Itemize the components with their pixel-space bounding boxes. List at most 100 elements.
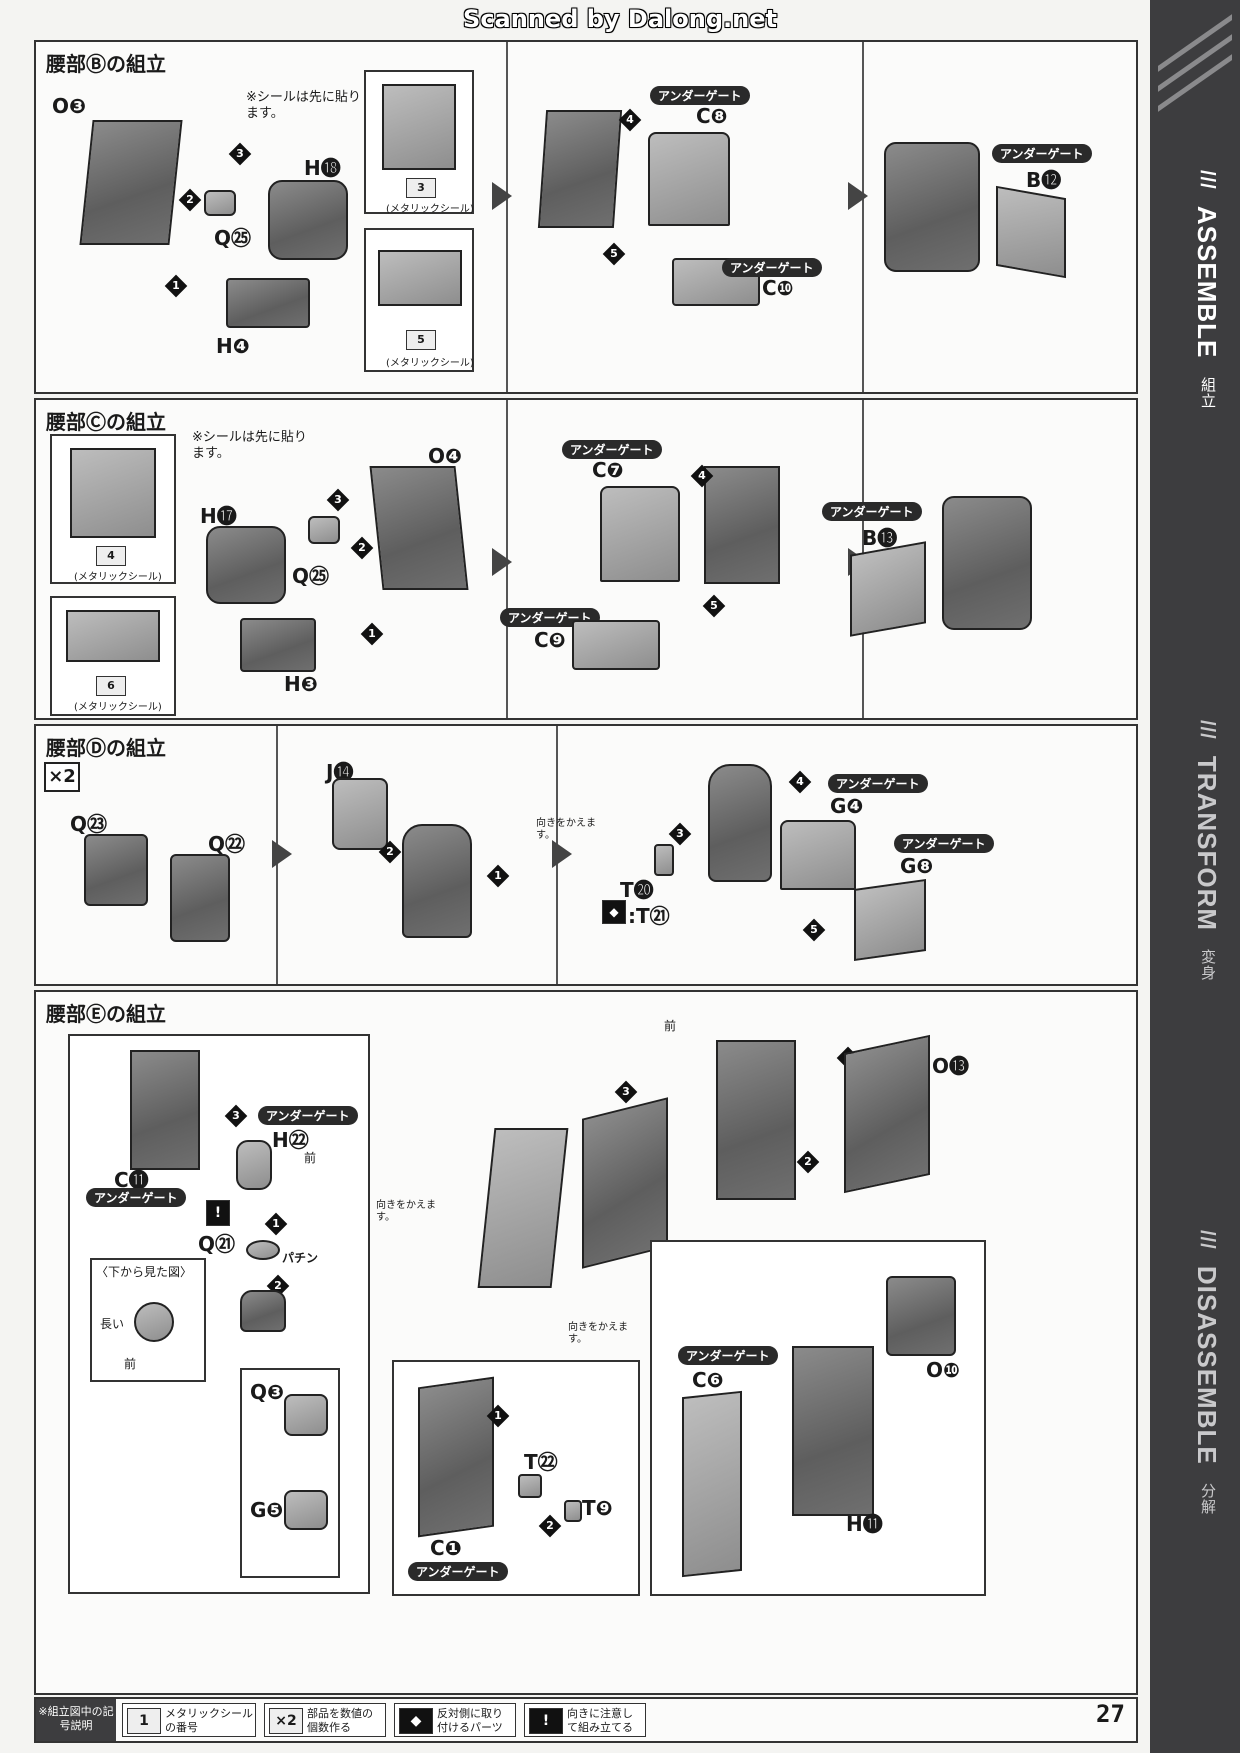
part-b13 (850, 541, 926, 637)
part-h17 (206, 526, 286, 604)
section-title: 腰部Ⓓの組立 (46, 736, 166, 760)
part-label: H❸ (284, 672, 318, 696)
under-gate-badge: アンダーゲート (650, 86, 750, 105)
note-sticker: ※シールは先に貼ります。 (192, 430, 307, 461)
front-label: 前 (664, 1019, 677, 1033)
part-c9 (572, 620, 660, 670)
under-gate-badge: アンダーゲート (562, 440, 662, 459)
step-badge: 2 (350, 536, 374, 560)
section-waist-c: 腰部Ⓒの組立 4 (メタリックシール) 6 (メタリックシール) ※シールは先に… (34, 398, 1138, 720)
next-arrow-icon (848, 182, 868, 210)
sidebar-assemble: /// ASSEMBLE 組立 (1192, 170, 1222, 409)
bottom-view-inset: 〈下から見た図〉 長い 前 (90, 1258, 206, 1382)
part-c1 (418, 1376, 494, 1538)
snap-label: パチン (282, 1251, 319, 1265)
step-badge: 1 (486, 1404, 510, 1428)
part-label: C❼ (592, 458, 624, 482)
part-c8 (648, 132, 730, 226)
note-sticker: ※シールは先に貼ります。 (246, 90, 361, 121)
part-c11 (130, 1050, 200, 1170)
part-q22 (170, 854, 230, 942)
hatch-icon: /// (1196, 170, 1218, 190)
under-gate-badge: アンダーゲート (992, 144, 1092, 163)
part-label: H⓫ (846, 1512, 883, 1536)
reverse-side-icon: ◆ (399, 1708, 433, 1734)
legend-item-caution: ! 向きに注意して組み立てる (524, 1703, 646, 1737)
under-gate-badge: アンダーゲート (894, 834, 994, 853)
part-d-body (402, 824, 472, 938)
next-arrow-icon (492, 548, 512, 576)
step-badge: 3 (228, 142, 252, 166)
part-label: Q㉓ (70, 812, 108, 836)
multiplier-badge: ×2 (44, 762, 80, 792)
part-label: T㉒ (524, 1450, 558, 1474)
part-j14 (332, 778, 388, 850)
part-label: O❿ (926, 1358, 960, 1382)
part-b-assembled (884, 142, 980, 272)
part-e-frame (716, 1040, 796, 1200)
part-c-assembled (942, 496, 1032, 630)
part-h4 (226, 278, 310, 328)
part-h18 (268, 180, 348, 260)
part-label: C❽ (696, 104, 728, 128)
step-badge: 1 (264, 1212, 288, 1236)
sticker-number-icon: 1 (127, 1708, 161, 1734)
legend-item-reverse: ◆ 反対側に取り付けるパーツ (394, 1703, 516, 1737)
sticker-number: 6 (96, 676, 126, 696)
sticker-inset: 5 (メタリックシール) (364, 228, 474, 372)
subassembly-inset: 1 T㉒ 2 T❾ C❶ アンダーゲート (392, 1360, 640, 1596)
part-label: Q㉑ (198, 1232, 236, 1256)
part-label: H⓲ (304, 156, 341, 180)
part-c7 (600, 486, 680, 582)
section-waist-d: 腰部Ⓓの組立 ×2 Q㉓ Q㉒ J⓮ 2 1 向きをかえます。 T⓴ ◆ :T㉑… (34, 724, 1138, 986)
sidebar: /// ASSEMBLE 組立 /// TRANSFORM 変身 /// DIS… (1150, 0, 1240, 1753)
step-badge: 4 (788, 770, 812, 794)
part-label: Q❸ (250, 1380, 284, 1404)
under-gate-badge: アンダーゲート (822, 502, 922, 521)
part-o4-assembled (704, 466, 780, 584)
section-waist-e: 腰部Ⓔの組立 C⓫ アンダーゲート アンダーゲート H㉒ 3 前 ! Q㉑ 1 … (34, 990, 1138, 1695)
reverse-side-icon: ◆ (602, 900, 626, 924)
step-badge: 1 (486, 864, 510, 888)
step-badge: 5 (802, 918, 826, 942)
step-badge: 1 (360, 622, 384, 646)
under-gate-badge: アンダーゲート (408, 1562, 508, 1581)
under-gate-badge: アンダーゲート (678, 1346, 778, 1365)
part-label: Q㉕ (214, 226, 252, 250)
part-label: B⓬ (1026, 168, 1062, 192)
part-q25 (204, 190, 236, 216)
part-q23 (84, 834, 148, 906)
caution-icon: ! (206, 1200, 230, 1226)
part-label: C❾ (534, 628, 566, 652)
step-badge: 1 (164, 274, 188, 298)
part-label: O❸ (52, 94, 86, 118)
step-badge: 3 (614, 1080, 638, 1104)
sticker-inset: 4 (メタリックシール) (50, 434, 176, 584)
part-label: H⓱ (200, 504, 237, 528)
sticker-inset: 6 (メタリックシール) (50, 596, 176, 716)
part-g8 (854, 878, 926, 962)
step-badge: 3 (668, 822, 692, 846)
part-label: C❿ (762, 276, 794, 300)
part-o10 (886, 1276, 956, 1356)
part-t20 (654, 844, 674, 876)
step-badge: 2 (178, 188, 202, 212)
legend-item-sticker: 1 メタリックシールの番号 (122, 1703, 256, 1737)
page-number: 27 (1096, 1700, 1125, 1728)
note-turn: 向きをかえます。 (536, 818, 596, 841)
part-label: T❾ (582, 1496, 613, 1520)
sticker-inset: 3 (メタリックシール) (364, 70, 474, 215)
part-label: C❻ (692, 1368, 724, 1392)
step-badge: 2 (378, 840, 402, 864)
part-label: G❹ (830, 794, 864, 818)
part-label: C❶ (430, 1536, 462, 1560)
note-turn: 向きをかえます。 (376, 1200, 436, 1223)
sticker-number: 3 (406, 178, 436, 198)
under-gate-badge: アンダーゲート (828, 774, 928, 793)
sticker-number: 5 (406, 330, 436, 350)
step-badge: 5 (702, 594, 726, 618)
next-arrow-icon (492, 182, 512, 210)
part-g4 (780, 820, 856, 890)
part-label: Q㉕ (292, 564, 330, 588)
multiplier-icon: ×2 (269, 1708, 303, 1734)
